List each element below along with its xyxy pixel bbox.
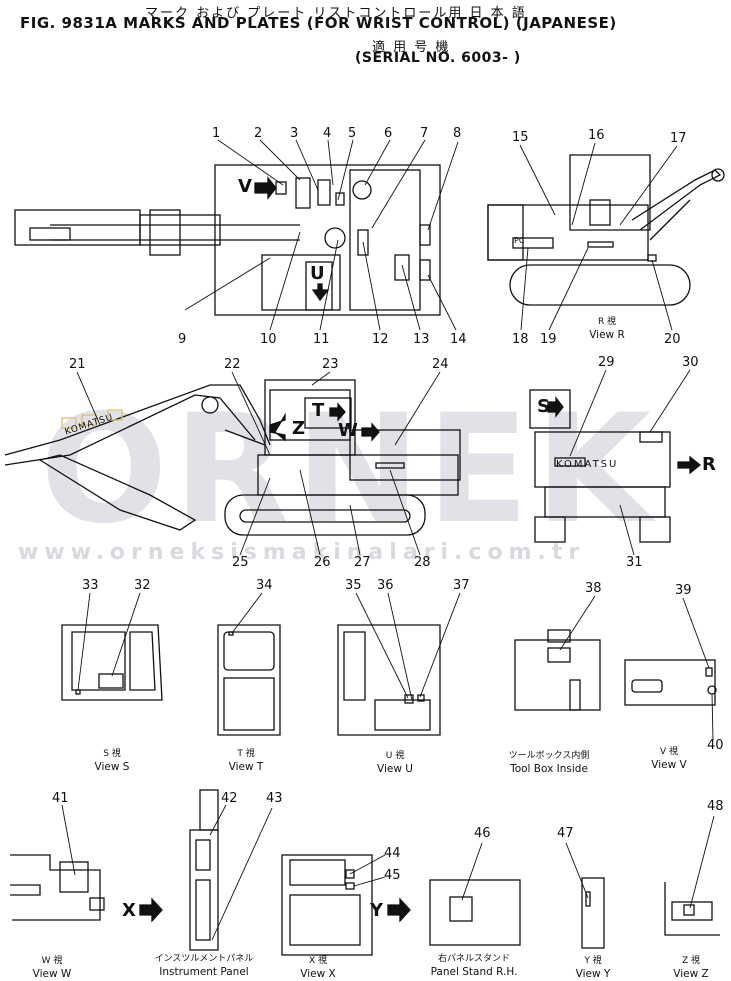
callout-35: 35 — [345, 578, 362, 593]
callout-48: 48 — [707, 799, 724, 814]
view-t-door — [217, 624, 281, 736]
view-letter-s: S — [537, 396, 550, 417]
pc-label: PC — [514, 236, 525, 245]
callout-44: 44 — [384, 846, 401, 861]
callout-9: 9 — [178, 332, 187, 347]
callout-36: 36 — [377, 578, 394, 593]
callout-14: 14 — [450, 332, 467, 347]
callout-13: 13 — [413, 332, 430, 347]
top-view-machine — [14, 164, 441, 316]
callout-1: 1 — [212, 126, 221, 141]
view-u-cab — [337, 624, 441, 736]
callout-21: 21 — [69, 357, 86, 372]
callout-4: 4 — [323, 126, 332, 141]
leader-lines — [61, 139, 715, 941]
callout-25: 25 — [232, 555, 249, 570]
view-letter-r: R — [702, 454, 716, 475]
callout-28: 28 — [414, 555, 431, 570]
callout-3: 3 — [290, 126, 299, 141]
callout-19: 19 — [540, 332, 557, 347]
view-x — [281, 854, 373, 956]
callout-37: 37 — [453, 578, 470, 593]
callout-12: 12 — [372, 332, 389, 347]
callout-20: 20 — [664, 332, 681, 347]
view-letter-y: Y — [370, 900, 384, 921]
callout-26: 26 — [314, 555, 331, 570]
callout-27: 27 — [354, 555, 371, 570]
header-jp-title: マーク および プレート リストコントロール用 日 本 語 — [145, 6, 527, 21]
watermark-url: www.orneksismakinalari.com.tr — [18, 540, 586, 565]
view-letter-u: U — [310, 263, 325, 284]
view-r-machine — [487, 154, 725, 306]
callout-23: 23 — [322, 357, 339, 372]
callout-16: 16 — [588, 128, 605, 143]
callout-40: 40 — [707, 738, 724, 753]
callout-17: 17 — [670, 131, 687, 146]
callout-11: 11 — [313, 332, 330, 347]
view-letter-z: Z — [292, 418, 306, 439]
header-jp-serial: 適 用 号 機 — [372, 40, 451, 55]
callout-29: 29 — [598, 355, 615, 370]
figure-title: FIG. 9831A MARKS AND PLATES (FOR WRIST C… — [20, 14, 617, 32]
callout-30: 30 — [682, 355, 699, 370]
callout-31: 31 — [626, 555, 643, 570]
callout-43: 43 — [266, 791, 283, 806]
callout-33: 33 — [82, 578, 99, 593]
toolbox-inside — [514, 629, 601, 711]
callout-47: 47 — [557, 826, 574, 841]
callout-39: 39 — [675, 583, 692, 598]
callout-32: 32 — [134, 578, 151, 593]
callout-5: 5 — [348, 126, 357, 141]
view-letter-w: W — [338, 420, 358, 441]
callout-6: 6 — [384, 126, 393, 141]
callout-22: 22 — [224, 357, 241, 372]
view-letter-v: V — [238, 176, 252, 197]
callout-15: 15 — [512, 130, 529, 145]
callout-7: 7 — [420, 126, 429, 141]
callout-24: 24 — [432, 357, 449, 372]
callout-10: 10 — [260, 332, 277, 347]
callout-42: 42 — [221, 791, 238, 806]
instrument-panel — [139, 789, 219, 951]
view-letter-x: X — [122, 900, 136, 921]
view-letter-t: T — [312, 400, 325, 421]
view-w — [10, 854, 105, 921]
side-view-machine — [4, 379, 461, 536]
callout-8: 8 — [453, 126, 462, 141]
view-y-box — [581, 877, 605, 949]
callout-46: 46 — [474, 826, 491, 841]
view-s-cab — [61, 624, 163, 701]
callout-45: 45 — [384, 868, 401, 883]
callout-34: 34 — [256, 578, 273, 593]
callout-2: 2 — [254, 126, 263, 141]
rear-view-machine — [529, 389, 702, 543]
callout-41: 41 — [52, 791, 69, 806]
panel-stand-rh — [387, 879, 521, 946]
serial-range: (SERIAL NO. 6003- ) — [355, 50, 521, 66]
view-v-panel — [624, 659, 717, 706]
view-z-box — [664, 882, 720, 936]
callout-18: 18 — [512, 332, 529, 347]
rear-komatsu-label: KOMATSU — [556, 459, 619, 470]
callout-38: 38 — [585, 581, 602, 596]
